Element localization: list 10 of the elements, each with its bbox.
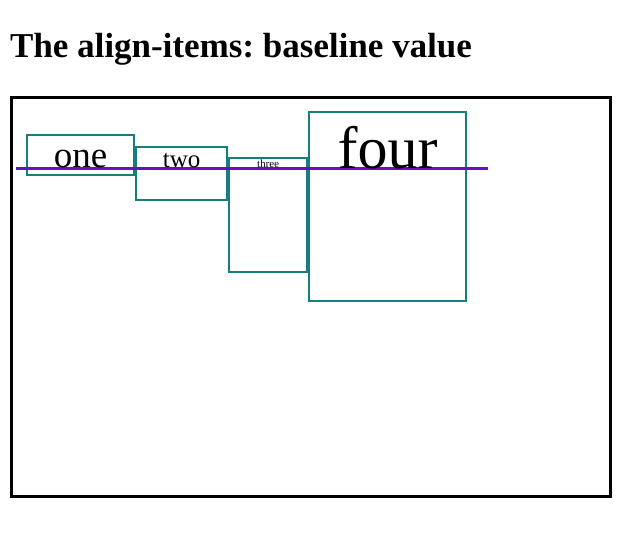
flex-item (26, 134, 135, 176)
item-label: two (162, 147, 200, 172)
flex-item (308, 111, 467, 302)
item-label: four (338, 118, 438, 178)
flex-item (135, 146, 228, 201)
flex-item (228, 157, 308, 273)
item-label: three (257, 158, 279, 170)
item-label: one (54, 137, 108, 174)
flex-container (10, 96, 612, 498)
page-title: The align-items: baseline value (10, 28, 472, 63)
